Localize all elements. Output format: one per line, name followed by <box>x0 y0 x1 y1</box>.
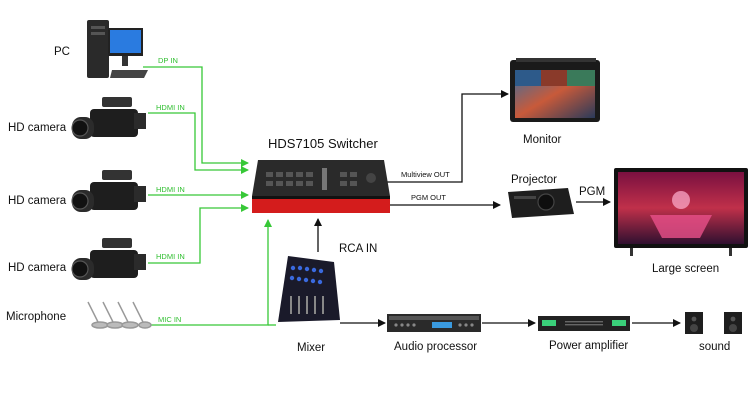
hdmi-in-label-3: HDMI IN <box>156 252 185 261</box>
mixer-icon <box>278 256 340 322</box>
input-lines <box>143 66 276 326</box>
projector-icon <box>508 188 574 218</box>
power-amplifier-label: Power amplifier <box>549 340 628 352</box>
camcorder-icon <box>71 97 146 139</box>
speaker-icon <box>685 312 742 334</box>
diagram-title: HDS7105 Switcher <box>268 136 378 151</box>
large-screen-label: Large screen <box>652 263 719 275</box>
pc-label: PC <box>54 46 70 58</box>
power-amplifier-icon <box>538 316 630 331</box>
microphone-icon <box>87 301 152 329</box>
dp-in-label: DP IN <box>158 56 178 65</box>
audio-processor-label: Audio processor <box>394 341 477 353</box>
pgm-label: PGM <box>579 186 605 198</box>
multiview-out-label: Multiview OUT <box>401 170 450 179</box>
camera2-label: HD camera <box>8 195 67 207</box>
multiview-line <box>385 90 509 183</box>
hdmi-in-label-2: HDMI IN <box>156 185 185 194</box>
large-screen-icon <box>614 168 748 256</box>
mixer-label: Mixer <box>297 342 325 354</box>
camera1-to-switcher-line <box>148 112 249 174</box>
pc-to-switcher-line <box>143 66 249 167</box>
audio-processor-icon <box>387 314 481 332</box>
projector-label: Projector <box>511 174 557 186</box>
camcorder-icon <box>71 170 146 212</box>
mic-to-switcher-line <box>145 219 272 326</box>
hdmi-in-label-1: HDMI IN <box>156 103 185 112</box>
pgm-out-label: PGM OUT <box>411 193 446 202</box>
microphone-label: Microphone <box>6 311 66 323</box>
camera1-label: HD camera <box>8 122 67 134</box>
sound-label: sound <box>699 341 730 353</box>
output-lines <box>314 90 681 327</box>
mic-in-label: MIC IN <box>158 315 181 324</box>
camera3-to-switcher-line <box>148 204 249 264</box>
desktop-pc-icon <box>87 20 148 78</box>
rca-in-label: RCA IN <box>339 243 377 255</box>
switcher-icon <box>252 160 390 213</box>
camcorder-icon <box>71 238 146 280</box>
monitor-label: Monitor <box>523 134 562 146</box>
camera3-label: HD camera <box>8 262 67 274</box>
monitor-icon <box>510 58 600 122</box>
